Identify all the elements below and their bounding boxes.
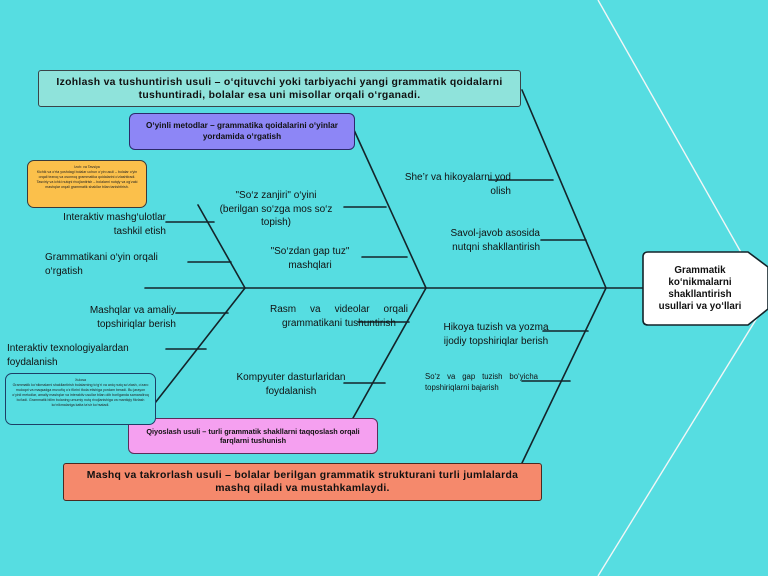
- label-mashqlar: Mashqlar va amaliy topshiriqlar berish: [89, 305, 176, 330]
- bone-yellow-note: [197, 204, 246, 289]
- note-yellow[interactable]: Izoh: va Tavsiya Kichik va o‘rta yoshdag…: [27, 160, 147, 208]
- head-arrow-shape: [642, 251, 768, 326]
- label-rasm: Rasm va videolar orqali grammatikani tus…: [270, 304, 408, 329]
- bone-top-second: [353, 129, 427, 289]
- label-hikoya: Hikoya tuzish va yozma ijodiy topshiriql…: [443, 322, 549, 347]
- note-yellow-title: Izoh: va Tavsiya: [74, 165, 100, 169]
- bottom-main-box[interactable]: Mashq va takrorlash usuli – bolalar beri…: [63, 463, 542, 501]
- head-text: Grammatik ko‘nikmalarni shakllantirish u…: [658, 264, 742, 313]
- top-second-box[interactable]: O‘yinli metodlar – grammatika qoidalarin…: [129, 113, 355, 150]
- label-interaktiv-mashg: Interaktiv mashg‘ulotlar tashkil etish: [63, 212, 166, 237]
- label-zanjir: "So‘z zanjiri" o‘yini (berilgan so‘zga m…: [219, 190, 333, 228]
- label-she-r: She’r va hikoyalarni yod olish: [404, 172, 511, 197]
- note-blue-text: Grammatik ko‘nikmalarni shakllantirish b…: [12, 383, 149, 408]
- bottom-second-box[interactable]: Qiyoslash usuli – turli grammatik shakll…: [128, 418, 378, 454]
- bottom-main-text: Mashq va takrorlash usuli – bolalar beri…: [86, 470, 519, 494]
- decor-line-lower: [597, 299, 768, 576]
- label-texnologiya: Interaktiv texnologiyalardan foydalanish: [7, 343, 129, 368]
- head-box[interactable]: Grammatik ko‘nikmalarni shakllantirish u…: [648, 256, 752, 322]
- bone-top-main: [521, 89, 607, 289]
- label-grammatikani-oyin: Grammatikani o‘yin orqali o‘rgatish: [45, 252, 158, 277]
- note-yellow-text: Kichik va o‘rta yoshdagi bolalar uchun o…: [36, 170, 138, 190]
- bone-bottom-main: [521, 287, 607, 464]
- bone-blue-note: [154, 287, 246, 404]
- bottom-second-text: Qiyoslash usuli – turli grammatik shakll…: [146, 426, 360, 445]
- label-gap-tuz: "So‘zdan gap tuz" mashqlari: [270, 246, 350, 271]
- label-savol: Savol-javob asosida nutqni shakllantiris…: [450, 228, 541, 253]
- top-main-text: Izohlash va tushuntirish usuli – o‘qituv…: [56, 76, 503, 101]
- decor-line-upper: [597, 0, 768, 301]
- bone-bottom-second: [347, 287, 427, 428]
- label-kompyuter: Kompyuter dasturlaridan foydalanish: [236, 372, 346, 397]
- label-soz-gap: So‘z va gap tuzish bo‘yicha topshiriqlar…: [425, 372, 538, 392]
- note-blue-title: Xulosa: [75, 378, 86, 382]
- note-blue[interactable]: Xulosa Grammatik ko‘nikmalarni shakllant…: [5, 373, 156, 425]
- top-second-text: O‘yinli metodlar – grammatika qoidalarin…: [145, 121, 338, 141]
- top-main-box[interactable]: Izohlash va tushuntirish usuli – o‘qituv…: [38, 70, 521, 107]
